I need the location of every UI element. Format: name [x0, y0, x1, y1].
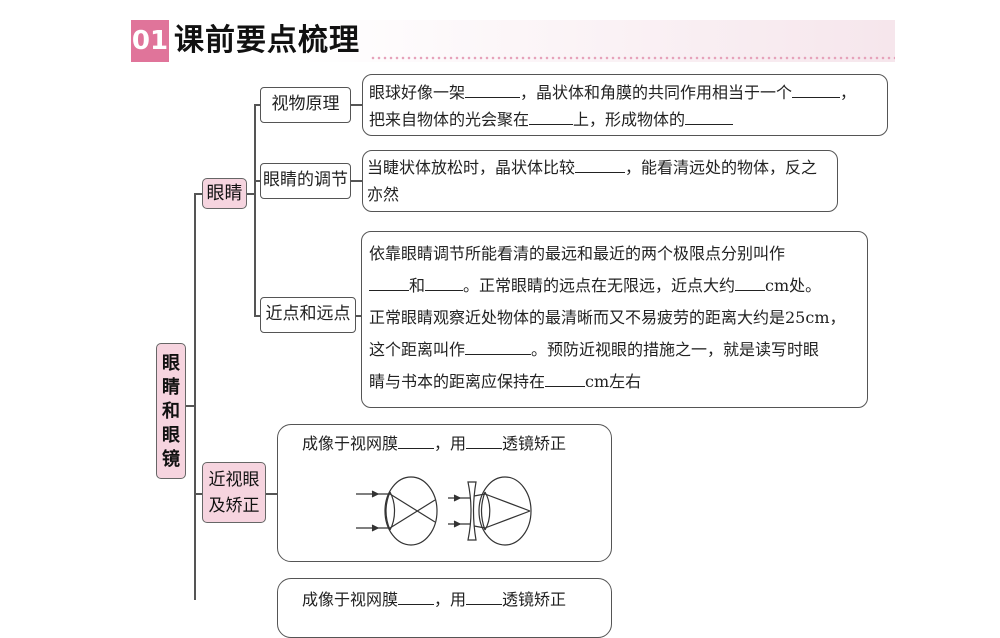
points-box: 依靠眼睛调节所能看清的最远和最近的两个极限点分别叫作 和。正常眼睛的远点在无限远… [361, 231, 868, 408]
root-char: 睛 [162, 377, 180, 398]
principle-label: 视物原理 [260, 87, 351, 123]
root-char: 镜 [162, 449, 180, 470]
adjust-line-2: 亦然 [367, 185, 400, 204]
root-char: 和 [162, 401, 180, 422]
root-char: 眼 [162, 353, 180, 374]
answer-blank[interactable] [465, 81, 521, 98]
myopia-label-line-1: 近视眼 [208, 470, 260, 490]
answer-blank[interactable] [792, 81, 841, 98]
answer-blank[interactable] [425, 274, 464, 291]
answer-blank[interactable] [466, 432, 503, 449]
points-line-3: 正常眼睛观察近处物体的最清晰而又不易疲劳的距离大约是25cm， [369, 308, 846, 327]
adjust-line-1: 当睫状体放松时，晶状体比较，能看清远处的物体，反之 [367, 156, 818, 177]
root-node-eyes-and-glasses: 眼 睛 和 眼 镜 [156, 343, 186, 479]
answer-blank[interactable] [545, 370, 586, 387]
myopia-text: 成像于视网膜，用透镜矫正 [302, 432, 567, 453]
answer-blank[interactable] [398, 588, 435, 605]
root-char: 眼 [162, 425, 180, 446]
answer-blank[interactable] [398, 432, 435, 449]
hyperopia-box: 成像于视网膜，用透镜矫正 [277, 578, 612, 638]
header-dotted-rule [370, 56, 895, 60]
answer-blank[interactable] [685, 108, 734, 125]
answer-blank[interactable] [466, 588, 503, 605]
eye-icon [448, 476, 532, 546]
answer-blank[interactable] [575, 156, 626, 173]
answer-blank[interactable] [529, 108, 574, 125]
adjust-box: 当睫状体放松时，晶状体比较，能看清远处的物体，反之 亦然 [362, 150, 838, 212]
section-number: 01 [131, 20, 169, 62]
answer-blank[interactable] [369, 274, 409, 291]
section-title: 课前要点梳理 [174, 23, 360, 58]
myopia-box: 成像于视网膜，用透镜矫正 [277, 424, 612, 562]
eye-icon [356, 476, 438, 546]
myopia-label-line-2: 及矫正 [208, 496, 260, 516]
adjust-label: 眼睛的调节 [260, 163, 351, 199]
principle-box: 眼球好像一架，晶状体和角膜的共同作用相当于一个， 把来自物体的光会聚在上，形成物… [362, 74, 888, 136]
myopia-eye-diagram [356, 476, 532, 546]
principle-line-1: 眼球好像一架，晶状体和角膜的共同作用相当于一个， [369, 81, 857, 102]
hyperopia-text: 成像于视网膜，用透镜矫正 [302, 588, 567, 609]
principle-line-2: 把来自物体的光会聚在上，形成物体的 [369, 106, 887, 133]
myopia-node: 近视眼 及矫正 [202, 462, 266, 523]
eye-node: 眼睛 [202, 178, 247, 209]
answer-blank[interactable] [465, 338, 532, 355]
points-label: 近点和远点 [260, 297, 356, 333]
answer-blank[interactable] [735, 274, 766, 291]
concave-lens-icon [467, 481, 477, 541]
points-line-4: 这个距离叫作。预防近视眼的措施之一，就是读写时眼 [369, 338, 820, 359]
points-line-1: 依靠眼睛调节所能看清的最远和最近的两个极限点分别叫作 [369, 244, 786, 263]
header-band [170, 20, 895, 62]
